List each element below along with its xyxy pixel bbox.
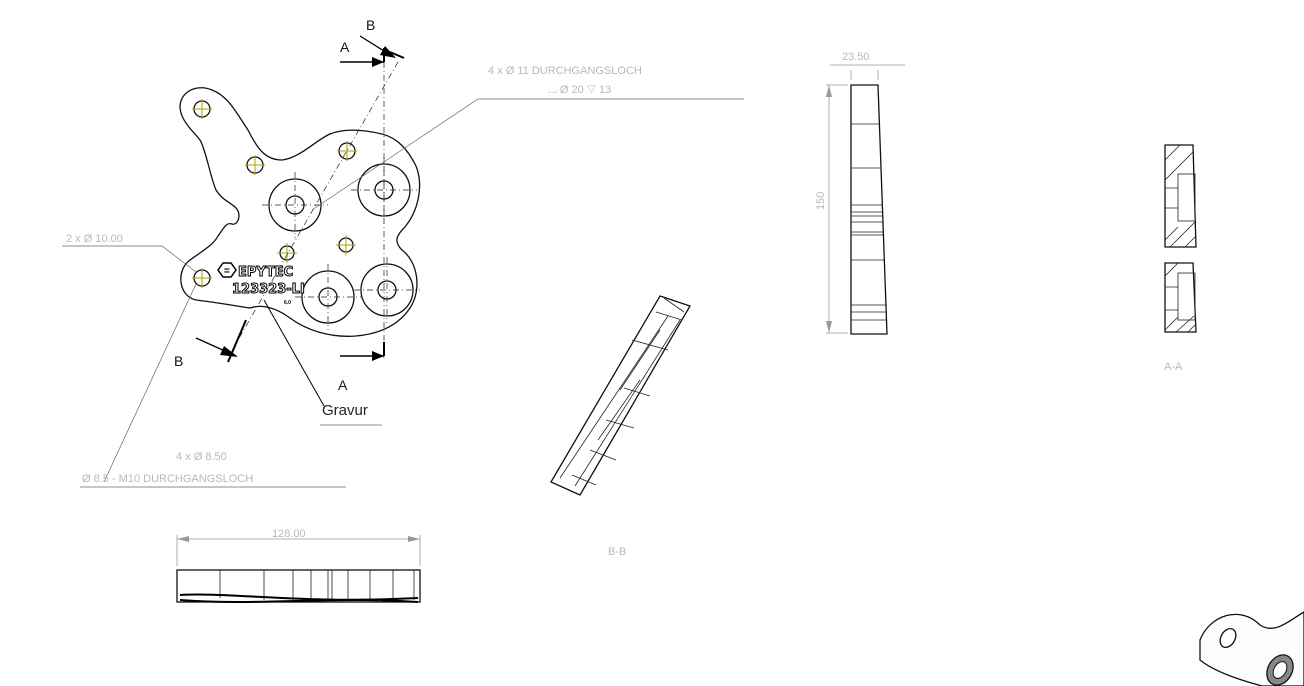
hole-small [277,243,297,263]
section-label-a-bottom: A [338,377,348,393]
hole-small [245,155,265,175]
isometric-view [1199,611,1304,686]
hole-counterbore [354,257,420,323]
section-line-b [237,61,399,341]
dimension-width: 128.00 [272,528,306,540]
callout-two-holes: 2 x Ø 10.00 [66,233,123,245]
plate-outline [179,87,421,337]
side-view: 23.50 150 [815,51,905,335]
hole-small [336,235,356,255]
dimension-height: 150 [815,192,827,210]
hole-small [192,268,212,288]
engraving-logo: = EPYTEC 123323-LI 6.0 [217,262,305,306]
section-label-a-top: A [340,39,350,55]
hole-counterbore [295,264,361,330]
callout-large-holes-1: 4 x Ø 11 DURCHGANGSLOCH [488,65,642,77]
section-title-b-b: B-B [608,546,626,558]
engraving-brand: EPYTEC [238,265,293,280]
section-label-b-top: B [366,17,375,33]
callout-small-holes-1: 4 x Ø 8.50 [176,451,227,463]
section-label-b-bottom: B [174,353,183,369]
svg-text:=: = [224,266,230,277]
engraving-rev: 6.0 [284,300,291,306]
section-title-a-a: A-A [1164,361,1183,373]
dimension-thickness: 23.50 [842,51,870,63]
section-a-a-view: A-A [1164,144,1197,373]
hole-small [337,141,357,161]
leader-large-holes [311,98,744,211]
hole-counterbore [262,172,328,238]
engraving-part-number: 123323-LI [232,282,305,297]
callout-small-holes-2: Ø 8.5 - M10 DURCHGANGSLOCH [82,473,253,485]
front-view: B A B A = EPYTEC 123323-LI 6.0 4 x Ø 11 … [62,17,744,488]
hole-small [192,99,212,119]
bottom-view: 128.00 [176,528,421,603]
callout-large-holes-2: ⌴ Ø 20 ▽ 13 [548,84,611,96]
section-b-b-view: B-B [550,295,691,558]
callout-engraving: Gravur [322,402,368,419]
leader-two-holes [62,245,197,273]
